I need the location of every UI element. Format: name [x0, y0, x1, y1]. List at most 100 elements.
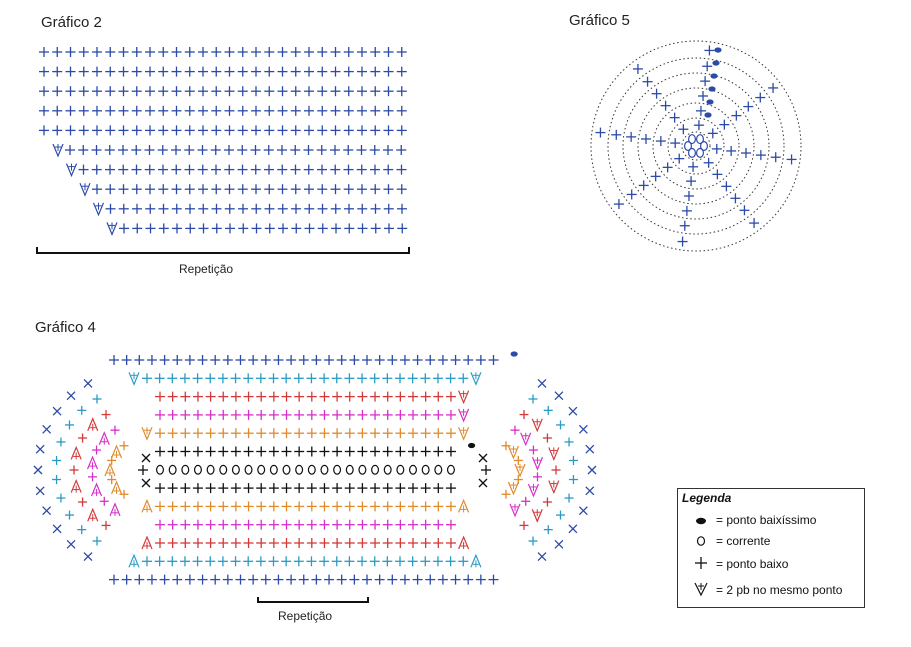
- chain-stitch: [156, 464, 165, 475]
- plus-stitch: [192, 391, 203, 402]
- plus-stitch: [171, 66, 182, 77]
- plus-stitch: [383, 184, 394, 195]
- plus-stitch: [357, 428, 368, 439]
- plus-stitch: [167, 519, 178, 530]
- plus-stitch: [317, 86, 328, 97]
- plus-stitch: [277, 203, 288, 214]
- v-stitch: [531, 456, 544, 471]
- v-stitch: [470, 372, 482, 386]
- plus-stitch: [248, 355, 259, 365]
- plus-stitch: [243, 409, 254, 420]
- plus-stitch: [344, 391, 355, 402]
- plus-stitch: [357, 184, 367, 195]
- round-ring: [667, 117, 725, 175]
- plus-stitch: [243, 519, 254, 530]
- plus-stitch: [264, 223, 275, 234]
- plus-stitch: [319, 538, 330, 548]
- plus-stitch: [237, 86, 248, 97]
- plus-stitch: [408, 483, 418, 494]
- chain-stitch: [282, 464, 291, 475]
- plus-stitch: [344, 373, 355, 384]
- slip-stitch-dot: [510, 351, 518, 357]
- chart2-title: Gráfico 2: [41, 14, 102, 31]
- plus-stitch: [521, 496, 531, 506]
- plus-stitch: [142, 556, 152, 567]
- plus-stitch: [655, 136, 666, 147]
- plus-stitch: [155, 391, 165, 402]
- plus-stitch: [317, 125, 328, 136]
- plus-stitch: [674, 153, 685, 164]
- plus-stitch: [311, 574, 322, 585]
- plus-stitch: [198, 184, 208, 195]
- plus-stitch: [626, 189, 637, 200]
- plus-stitch: [109, 574, 119, 585]
- plus-stitch: [304, 125, 314, 136]
- plus-stitch: [712, 169, 723, 180]
- plus-stitch: [121, 355, 132, 365]
- plus-stitch: [374, 355, 385, 365]
- plus-stitch: [230, 391, 241, 402]
- plus-stitch: [134, 355, 145, 365]
- plus-stitch: [78, 145, 89, 155]
- plus-stitch: [264, 203, 275, 214]
- plus-stitch: [145, 184, 155, 195]
- plus-stitch: [192, 501, 203, 512]
- plus-stitch: [698, 90, 709, 101]
- plus-stitch: [145, 223, 156, 234]
- plus-stitch: [198, 105, 208, 116]
- plus-stitch: [304, 203, 315, 214]
- plus-stitch: [145, 105, 155, 116]
- v-stitch: [514, 463, 526, 478]
- plus-stitch: [146, 574, 157, 585]
- plus-stitch: [218, 538, 229, 548]
- plus-stitch: [243, 446, 254, 457]
- plus-stitch: [433, 501, 444, 512]
- plus-stitch: [324, 574, 335, 585]
- plus-stitch: [551, 465, 561, 475]
- plus-stitch: [92, 86, 102, 97]
- plus-stitch: [131, 164, 142, 175]
- plus-stitch: [481, 465, 491, 475]
- plus-stitch: [155, 446, 165, 457]
- plus-stitch: [396, 145, 407, 155]
- plus-stitch: [277, 164, 288, 175]
- chain-stitch: [320, 464, 329, 475]
- v-stitch: [527, 483, 539, 498]
- plus-stitch: [395, 556, 405, 567]
- plus-stitch: [420, 483, 431, 494]
- plus-stitch: [290, 125, 301, 136]
- plus-stitch: [399, 355, 410, 365]
- x-stitch: [66, 539, 76, 549]
- plus-stitch: [445, 428, 456, 439]
- plus-stitch: [155, 538, 165, 548]
- plus-stitch: [382, 483, 393, 494]
- plus-stitch: [294, 428, 305, 439]
- plus-stitch: [278, 223, 288, 234]
- plus-stitch: [396, 105, 407, 116]
- plus-stitch: [118, 125, 129, 136]
- plus-stitch: [396, 184, 407, 195]
- a-stitch: [458, 498, 470, 513]
- plus-stitch: [330, 145, 340, 155]
- plus-stitch: [184, 105, 195, 116]
- legend-item-label: = 2 pb no mesmo ponto: [716, 583, 843, 597]
- plus-stitch: [408, 391, 418, 402]
- chain-stitch: [231, 464, 240, 475]
- plus-stitch: [532, 472, 542, 482]
- plus-stitch: [217, 373, 228, 384]
- plus-stitch: [317, 164, 327, 175]
- chain-stitch: [345, 464, 354, 475]
- plus-stitch: [445, 538, 456, 548]
- plus-stitch: [408, 409, 418, 420]
- plus-stitch: [306, 391, 317, 402]
- plus-stitch: [357, 223, 368, 234]
- plus-stitch: [319, 501, 330, 512]
- plus-stitch: [370, 409, 381, 420]
- plus-stitch: [210, 574, 221, 585]
- plus-stitch: [343, 66, 354, 77]
- plus-stitch: [330, 203, 341, 214]
- plus-stitch: [317, 203, 328, 214]
- plus-stitch: [243, 373, 254, 384]
- plus-stitch: [230, 538, 241, 548]
- plus-stitch: [39, 125, 49, 136]
